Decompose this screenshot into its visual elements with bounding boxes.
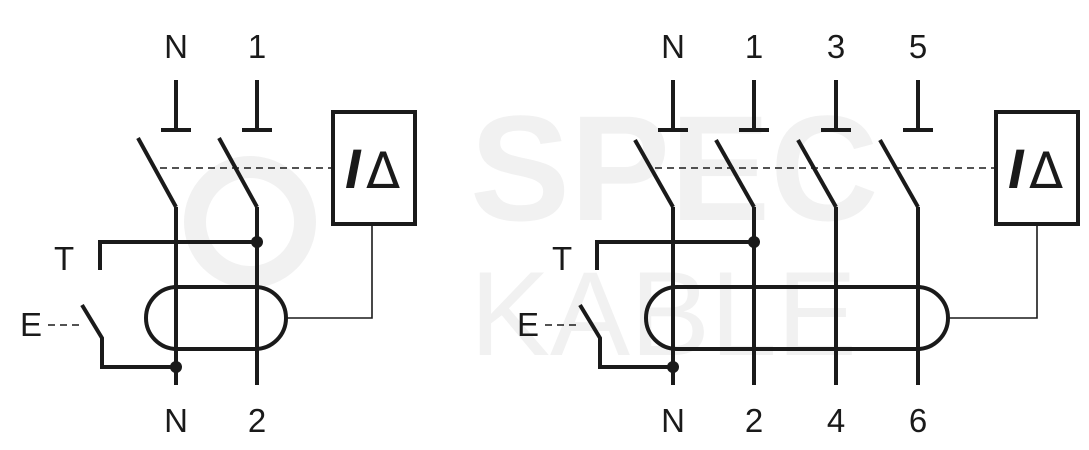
switch-contacts [136,137,259,208]
top-terminal-stems [658,80,933,132]
trip-coil-wire [948,224,1038,319]
rcd-symbol-i: I [345,137,362,200]
watermark-line-2: KABLE [470,247,857,381]
trip-coil-wire [286,224,373,319]
rcd-2-pole-diagram: N 1 I Δ [20,28,417,439]
test-circuit: T [552,236,760,277]
terminal-label-bottom-2: 2 [248,402,266,439]
test-terminal-label: T [552,240,572,277]
rcd-symbol-delta: Δ [366,142,400,200]
earth-terminal-label: E [517,306,539,343]
rcd-symbol-box: I Δ [331,110,417,226]
terminal-label-top-1: 1 [745,28,763,65]
rcd-symbol-delta: Δ [1029,142,1063,200]
watermark-logo-ring [184,156,316,288]
earth-circuit: E [517,303,679,373]
earth-circuit: E [20,303,182,373]
terminal-label-bottom-4: 4 [827,402,845,439]
current-transformer-toroid [144,285,288,351]
top-terminal-stems [161,80,272,132]
terminal-label-bottom-6: 6 [909,402,927,439]
terminal-label-top-1: 1 [248,28,266,65]
switch-contacts [633,139,920,208]
terminal-label-bottom-2: 2 [745,402,763,439]
test-terminal-label: T [54,240,74,277]
rcd-symbol-i: I [1008,137,1025,200]
terminal-label-bottom-N: N [661,402,685,439]
terminal-label-bottom-N: N [164,402,188,439]
terminal-label-top-3: 3 [827,28,845,65]
test-circuit: T [54,236,263,277]
terminal-label-top-N: N [164,28,188,65]
rcd-4-pole-diagram: N 1 3 5 I Δ [517,28,1080,439]
terminal-label-top-5: 5 [909,28,927,65]
rcd-symbol-box: I Δ [994,110,1080,226]
earth-terminal-label: E [20,306,42,343]
terminal-label-top-N: N [661,28,685,65]
